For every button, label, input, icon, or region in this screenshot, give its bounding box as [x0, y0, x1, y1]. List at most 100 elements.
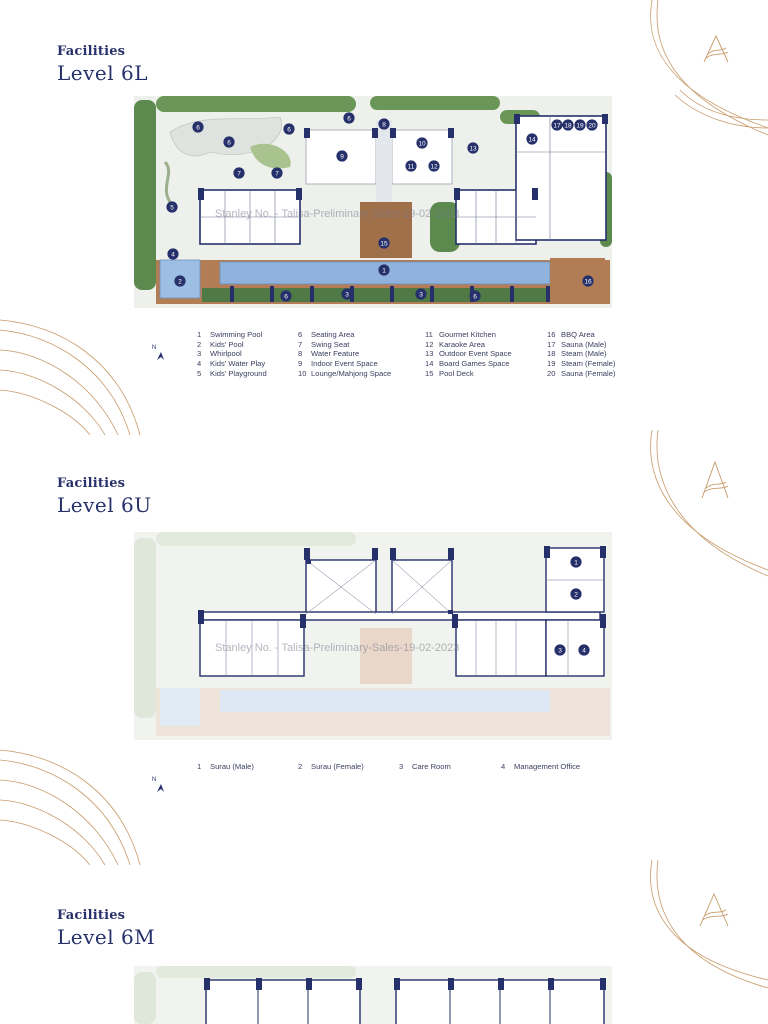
- plan-marker: [271, 167, 283, 179]
- section-kicker: Facilities: [57, 476, 126, 491]
- plan-marker-label: 13: [469, 145, 477, 152]
- plan-marker: [166, 201, 178, 213]
- plan-marker-label: 15: [380, 240, 388, 247]
- plan-marker: [415, 288, 427, 300]
- plan-marker-label: 10: [418, 140, 426, 147]
- watermark-text: Stanley No. - Talisa-Preliminary-Sales-1…: [215, 208, 460, 220]
- floor-plan-level-6l: [134, 96, 612, 308]
- plan-marker: [223, 136, 235, 148]
- plan-marker: [416, 137, 428, 149]
- decorative-swirl-mid-right: [650, 430, 768, 577]
- section-title-level-6l: Level 6L: [57, 61, 149, 85]
- plan-marker: [467, 142, 479, 154]
- plan-marker: [582, 275, 594, 287]
- plan-marker: [469, 290, 481, 302]
- decorative-swirl-left-1: [0, 319, 141, 435]
- plan-marker-label: 11: [408, 163, 415, 170]
- plan-marker-label: 6: [473, 293, 477, 300]
- plan-marker: [280, 290, 292, 302]
- plan-marker-label: 8: [382, 121, 386, 128]
- plan-marker: [526, 133, 538, 145]
- plan-marker: [192, 121, 204, 133]
- plan-marker: [174, 275, 186, 287]
- plan-marker-label: 18: [564, 122, 572, 129]
- plan-marker-label: 12: [430, 163, 438, 170]
- north-label: N: [152, 777, 157, 783]
- plan-marker-label: 6: [347, 115, 351, 122]
- section-kicker: Facilities: [57, 44, 126, 59]
- plan-marker-label: 6: [287, 126, 291, 133]
- floor-plan-level-6m: [134, 966, 612, 1024]
- plan-marker-label: 1: [382, 267, 386, 274]
- plan-marker-label: 3: [419, 291, 423, 298]
- plan-marker: [570, 588, 582, 600]
- plan-marker: [428, 160, 440, 172]
- plan-marker-label: 14: [528, 136, 536, 143]
- north-arrow-icon: [157, 784, 164, 792]
- plan-marker-label: 16: [584, 278, 592, 285]
- plan-marker-label: 1: [574, 559, 578, 566]
- plan-marker-label: 4: [582, 647, 586, 654]
- plan-marker-label: 3: [345, 291, 349, 298]
- plan-marker: [578, 644, 590, 656]
- plan-marker-label: 6: [284, 293, 288, 300]
- decorative-swirl-top-right: [650, 0, 768, 136]
- plan-marker-label: 6: [227, 139, 231, 146]
- plan-marker: [586, 119, 598, 131]
- plan-marker-label: 9: [340, 153, 344, 160]
- plan-marker-label: 4: [171, 251, 175, 258]
- plan-marker: [554, 644, 566, 656]
- decorative-swirl-bottom-right: [650, 860, 768, 989]
- plan-marker: [574, 119, 586, 131]
- plan-marker: [336, 150, 348, 162]
- plan-marker: [378, 237, 390, 249]
- plan-marker: [167, 248, 179, 260]
- brand-mark-icon: [701, 460, 729, 499]
- plan-marker-label: 20: [588, 122, 596, 129]
- north-label: N: [152, 345, 157, 351]
- watermark-text: Stanley No. - Talisa-Preliminary-Sales-1…: [215, 642, 460, 654]
- plan-marker: [233, 167, 245, 179]
- plan-marker-label: 7: [275, 170, 279, 177]
- section-title-level-6m: Level 6M: [57, 925, 156, 949]
- plan-marker-label: 17: [553, 122, 561, 129]
- plan-marker: [378, 118, 390, 130]
- plan-marker-label: 2: [574, 591, 578, 598]
- plan-marker: [378, 264, 390, 276]
- decorative-swirl-left-2: [0, 749, 141, 865]
- plan-marker: [341, 288, 353, 300]
- section-kicker: Facilities: [57, 908, 126, 923]
- plan-marker-label: 19: [576, 122, 584, 129]
- plan-marker: [551, 119, 563, 131]
